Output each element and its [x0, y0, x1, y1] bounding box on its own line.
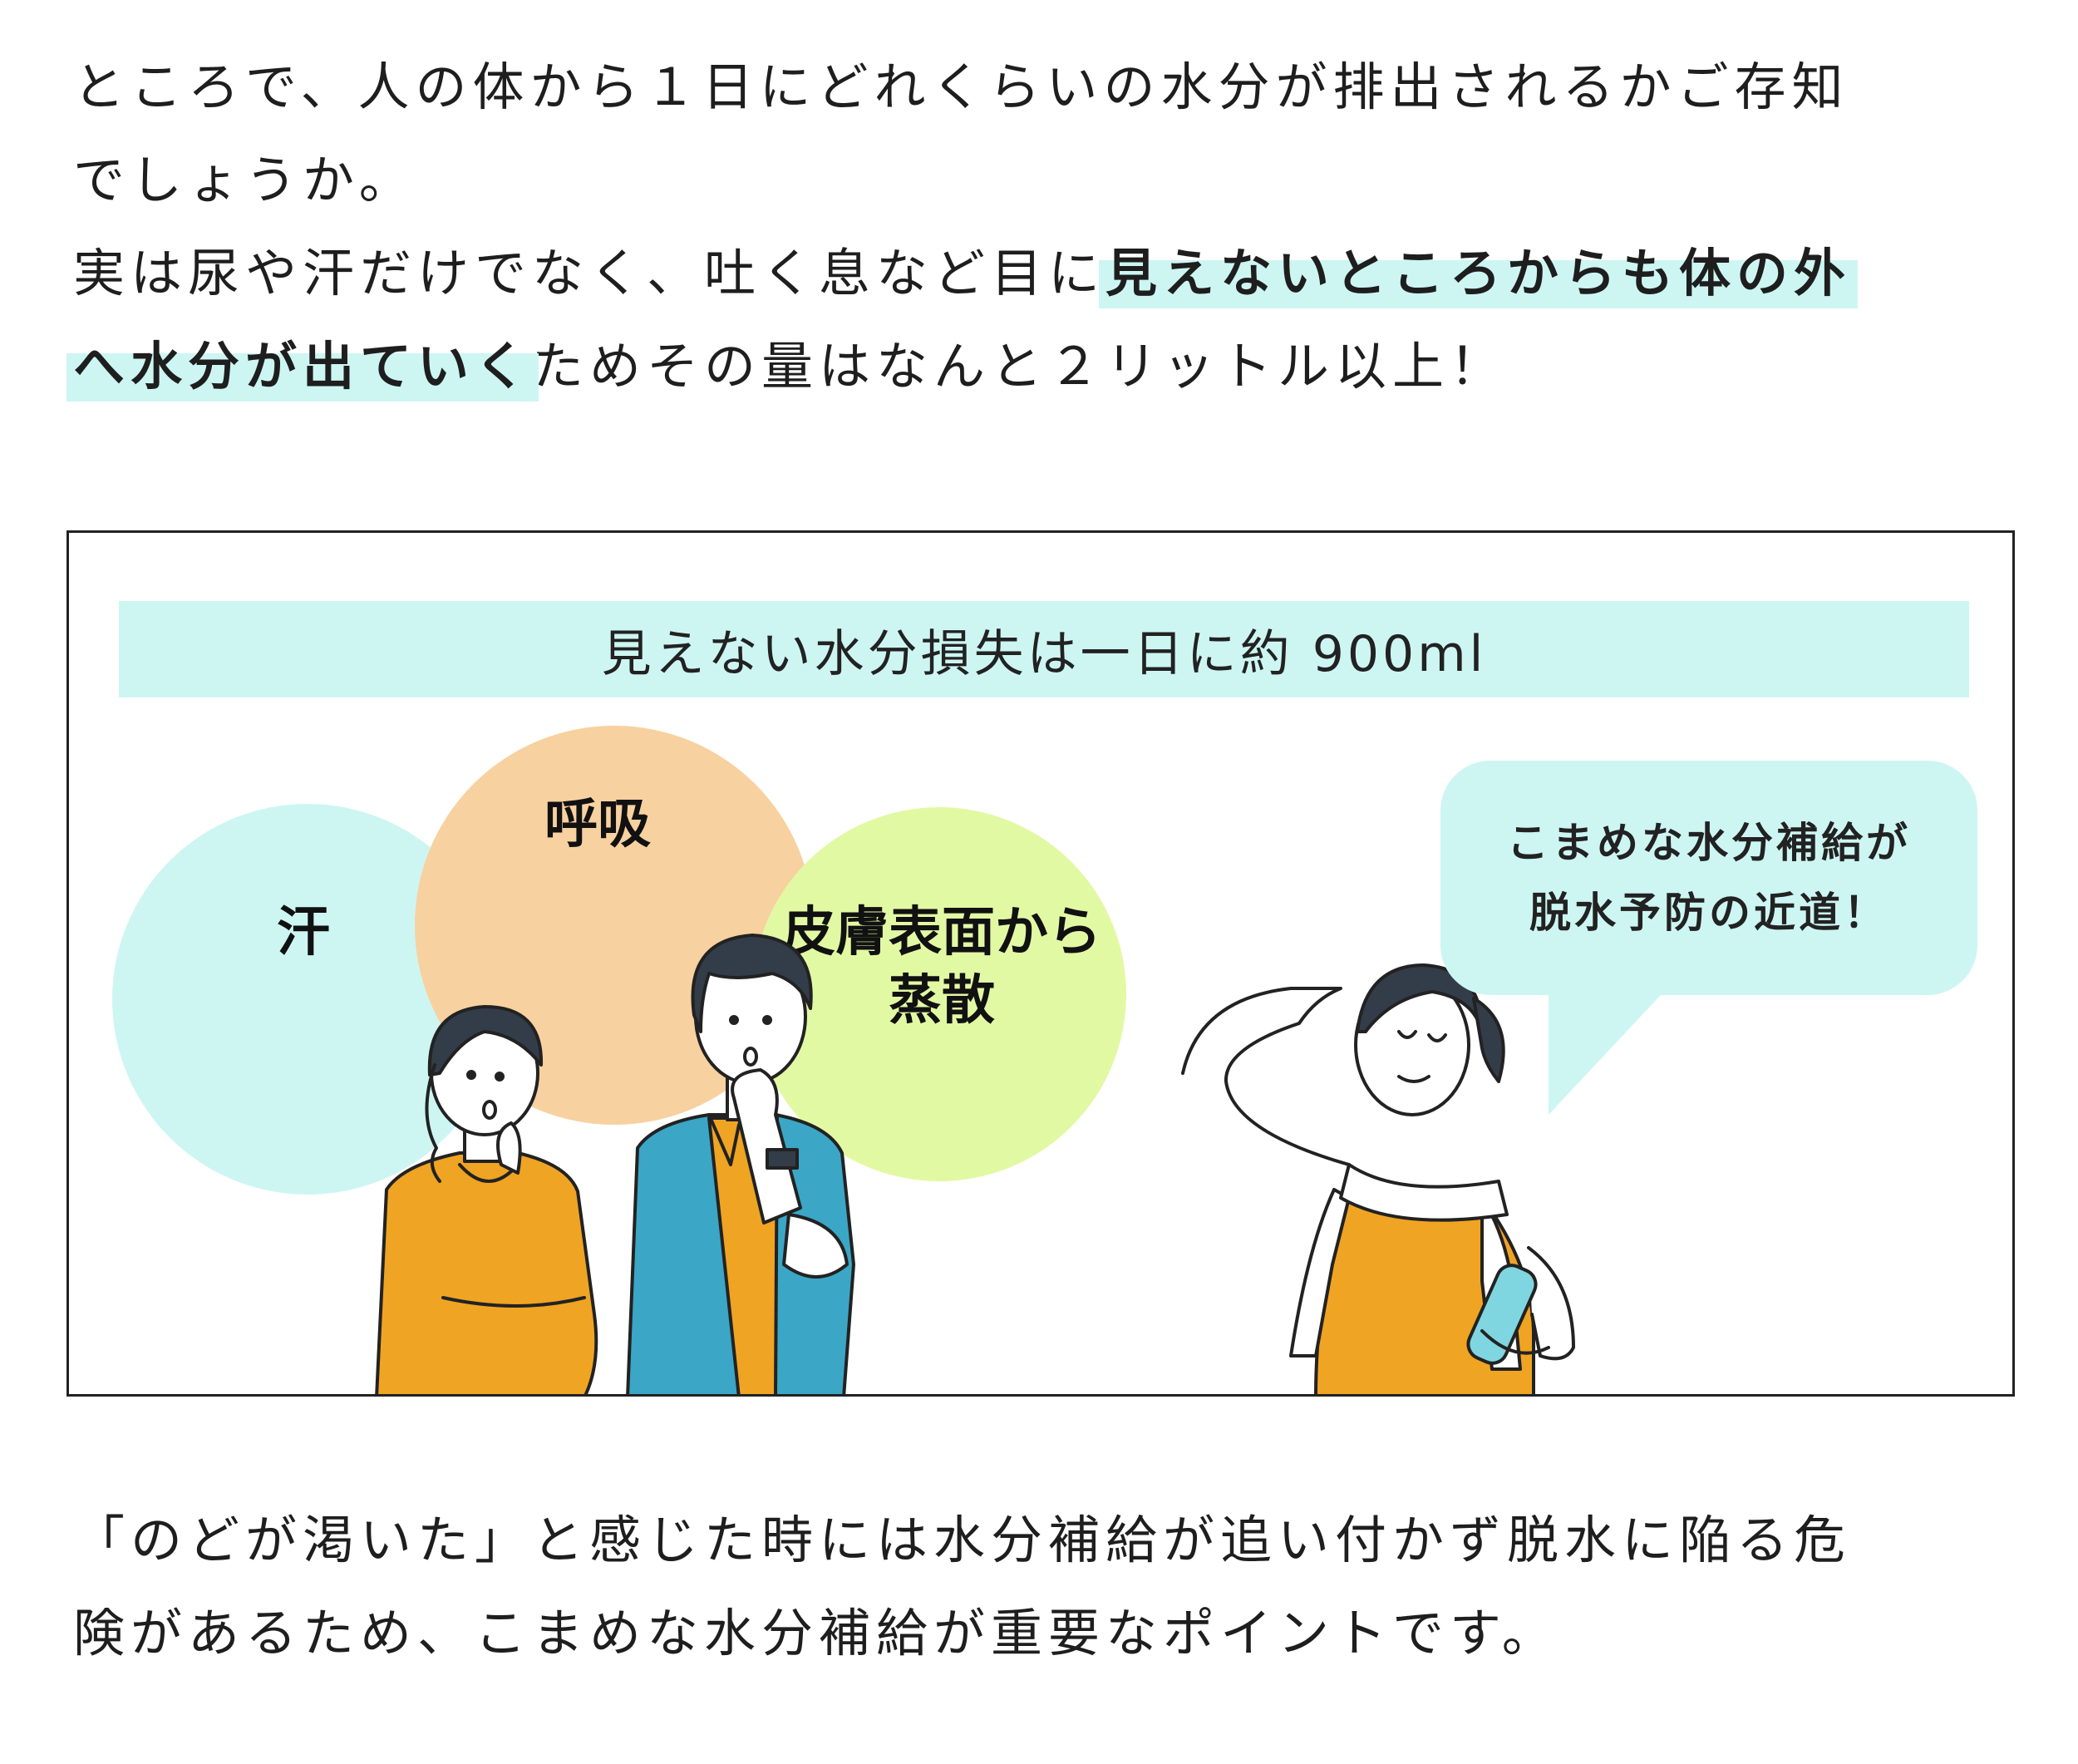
- woman-thinking-figure: [375, 1005, 598, 1394]
- intro-highlight-1: 見えないところからも体の外: [1105, 243, 1852, 303]
- speech-bubble-tail: [1549, 982, 1673, 1115]
- label-skin: 皮膚表面から 蒸散: [734, 899, 1150, 1035]
- label-sweat: 汗: [277, 902, 330, 963]
- label-skin-line-2: 蒸散: [889, 970, 995, 1032]
- intro-highlight-2: へ水分が出ていく: [73, 336, 533, 397]
- woman-with-bottle-figure: [1181, 963, 1575, 1394]
- illustration-frame: 見えない水分損失は一日に約 900ml 汗 呼吸 皮膚表面から 蒸散: [66, 530, 2015, 1397]
- label-skin-line-1: 皮膚表面から: [782, 902, 1101, 963]
- speech-bubble-line-1: こまめな水分補給が: [1507, 819, 1911, 867]
- intro-line-1: ところで、人の体から１日にどれくらいの水分が排出されるかご存知: [73, 57, 1849, 117]
- intro-line-3: 実は尿や汗だけでなく、吐く息など目に見えないところからも体の外: [73, 236, 1851, 311]
- outro-line-2: 険があるため、こまめな水分補給が重要なポイントです。: [73, 1603, 1559, 1663]
- intro-line-4-text: ためその量はなんと２リットル以上！: [532, 336, 1508, 397]
- label-breathing: 呼吸: [544, 794, 651, 855]
- people-illustration: [375, 934, 1575, 1394]
- intro-line-3-text: 実は尿や汗だけでなく、吐く息など目に: [73, 243, 1106, 303]
- speech-bubble-line-2: 脱水予防の近道！: [1529, 889, 1888, 937]
- man-thinking-figure: [626, 934, 855, 1394]
- intro-line-2: でしょうか。: [73, 150, 416, 210]
- speech-bubble: こまめな水分補給が 脱水予防の近道！: [1440, 761, 1977, 995]
- outro-line-1: 「のどが渇いた」と感じた時には水分補給が追い付かず脱水に陥る危: [73, 1510, 1852, 1570]
- figure-banner: 見えない水分損失は一日に約 900ml: [119, 601, 1969, 697]
- intro-line-4: へ水分が出ていくためその量はなんと２リットル以上！: [73, 329, 1507, 404]
- circle-skin: [752, 807, 1126, 1181]
